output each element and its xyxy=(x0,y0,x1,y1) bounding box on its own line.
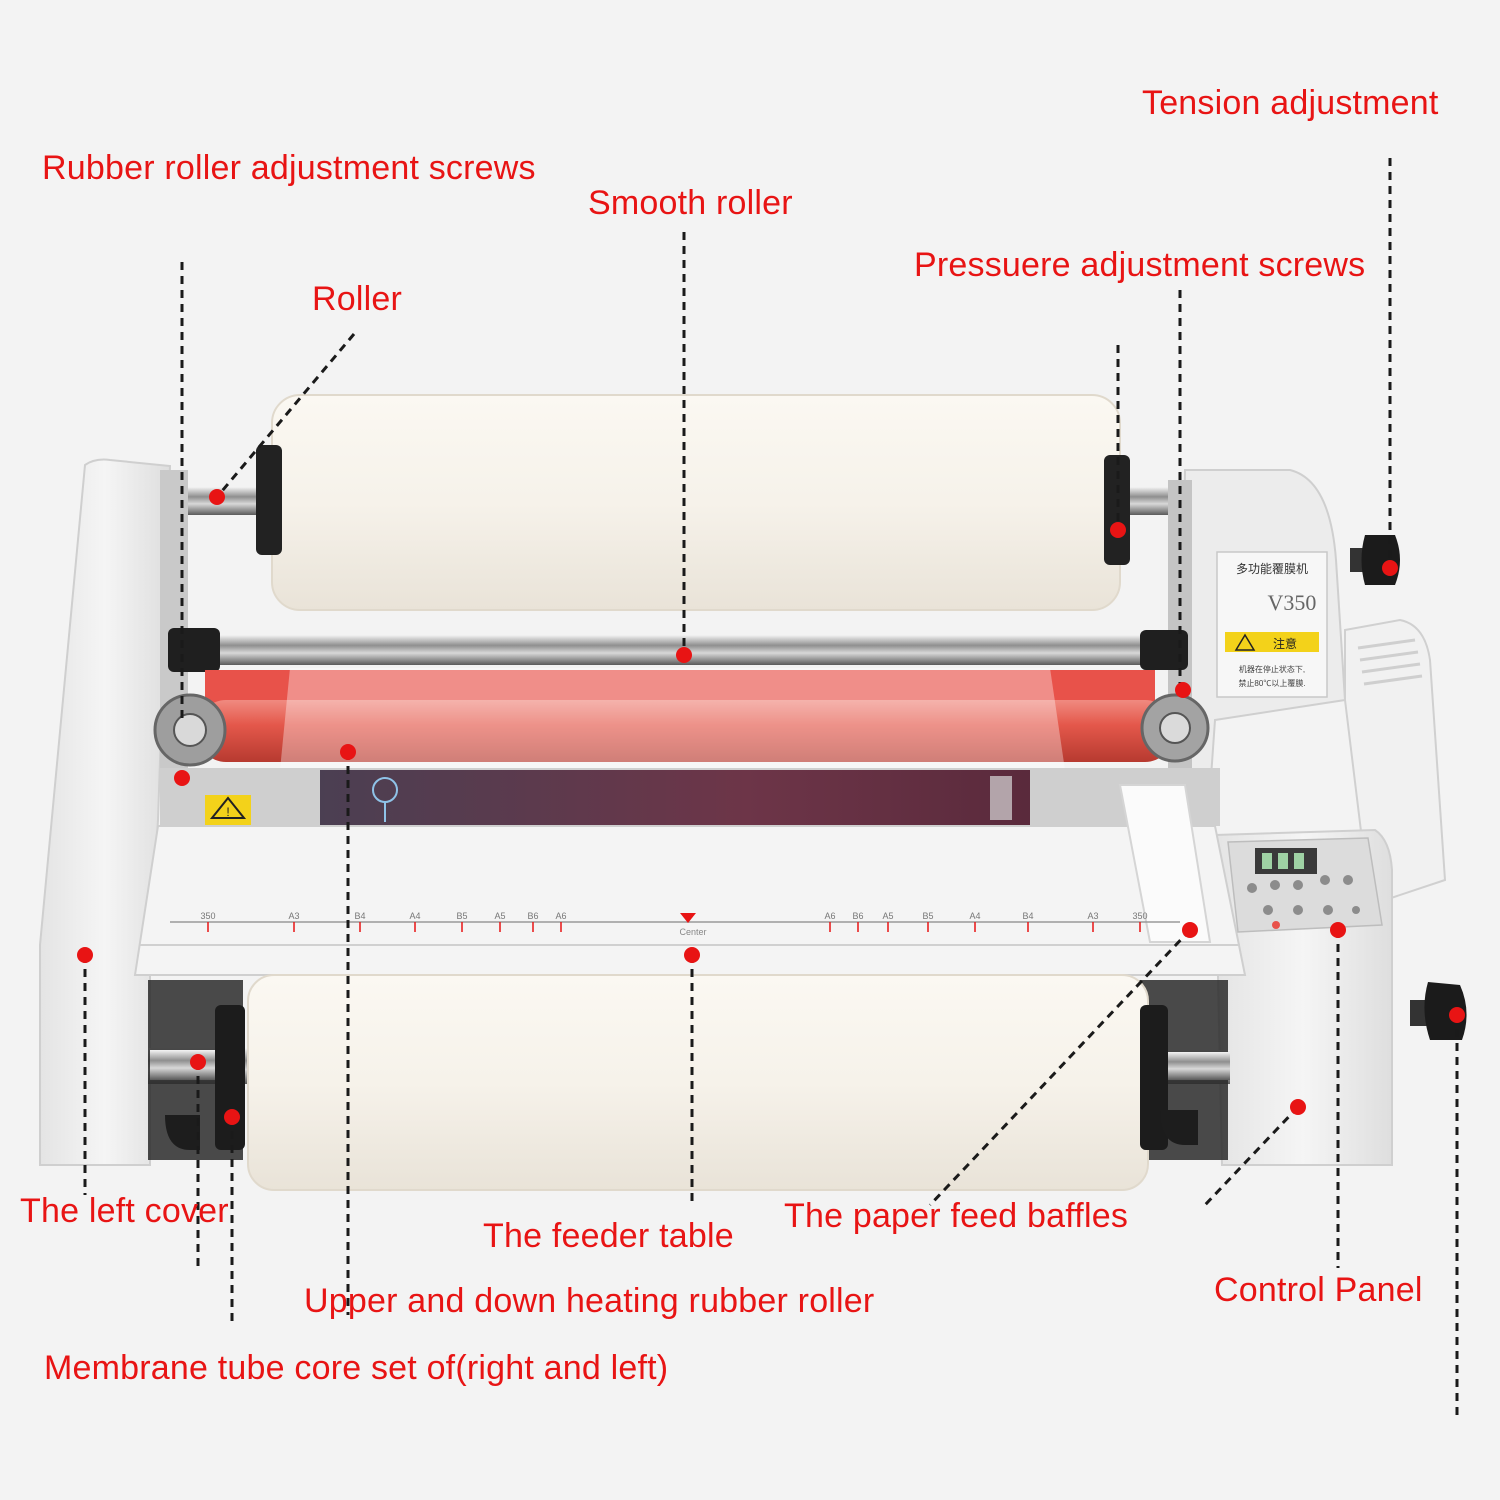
label-pressure-adjustment-screws: Pressuere adjustment screws xyxy=(914,246,1366,284)
scale-label-left-5: A5 xyxy=(494,911,505,921)
red-dot-marker-icon xyxy=(676,647,692,663)
scale-label-left-3: A4 xyxy=(409,911,420,921)
scale-label-right-1: B6 xyxy=(852,911,863,921)
lower-left-clip xyxy=(165,1115,200,1150)
red-dot-marker-icon xyxy=(190,1054,206,1070)
red-dot-marker-icon xyxy=(1175,682,1191,698)
model-nameplate: 多功能覆膜机 V350 注意 机器在停止状态下, 禁止80℃以上覆膜. xyxy=(1216,551,1328,698)
red-dot-marker-icon xyxy=(224,1109,240,1125)
label-membrane-tube-core: Membrane tube core set of(right and left… xyxy=(44,1349,669,1387)
scale-label-right-7: 350 xyxy=(1132,911,1147,921)
lower-shaft-right-visible xyxy=(1160,1052,1230,1080)
lower-right-clip xyxy=(1160,1110,1198,1145)
poster-emblem-icon xyxy=(372,777,398,822)
scale-label-left-0: 350 xyxy=(200,911,215,921)
red-dot-marker-icon xyxy=(1290,1099,1306,1115)
feeder-table xyxy=(133,825,1247,976)
svg-text:!: ! xyxy=(226,805,229,819)
scale-label-left-7: A6 xyxy=(555,911,566,921)
leader-control-housing xyxy=(1203,1105,1300,1207)
tension-knob-icon xyxy=(1350,535,1400,585)
leader-paper-baffles xyxy=(928,928,1192,1207)
control-buttons xyxy=(1247,875,1360,929)
red-dot-marker-icon xyxy=(174,770,190,786)
laminator-machine: ! 350 A3 B4 A4 B5 A5 B6 A6 A6 B6 A5 B5 A4 B4 A3 350 Ce… xyxy=(39,394,1467,1191)
warning-line-2: 禁止80℃以上覆膜. xyxy=(1238,678,1305,688)
label-heating-rubber-roller: Upper and down heating rubber roller xyxy=(304,1282,875,1320)
heating-rubber-roller xyxy=(198,700,1173,762)
label-left-cover: The left cover xyxy=(20,1192,229,1230)
display-digits xyxy=(1262,853,1304,869)
lower-tension-knob-icon xyxy=(1410,982,1467,1040)
center-arrow-icon xyxy=(680,913,696,923)
right-gear-hub xyxy=(1159,712,1191,744)
scale-label-right-2: A5 xyxy=(882,911,893,921)
smooth-roller-end-right xyxy=(1140,630,1188,670)
red-dot-marker-icon xyxy=(1382,560,1398,576)
red-dot-marker-icon xyxy=(1110,522,1126,538)
label-smooth-roller: Smooth roller xyxy=(588,184,793,222)
scale-labels-right: A6 B6 A5 B5 A4 B4 A3 350 xyxy=(824,911,1147,921)
label-tension-adjustment: Tension adjustment xyxy=(1142,84,1439,122)
lower-film-roll xyxy=(247,974,1149,1191)
control-panel-device xyxy=(1227,837,1383,933)
scale-label-left-1: A3 xyxy=(288,911,299,921)
scale-label-right-5: B4 xyxy=(1022,911,1033,921)
scale-label-left-6: B6 xyxy=(527,911,538,921)
film-over-roller xyxy=(280,668,1065,770)
red-dot-marker-icon xyxy=(1182,922,1198,938)
scale-label-left-2: B4 xyxy=(354,911,365,921)
upper-roll-core-left xyxy=(256,445,282,555)
red-dot-marker-icon xyxy=(340,744,356,760)
leader-lines xyxy=(83,158,1459,1415)
scale-label-right-3: B5 xyxy=(922,911,933,921)
plate-model: V350 xyxy=(1268,590,1317,615)
poster-sheet xyxy=(320,770,1030,826)
warning-triangle-icon: ! xyxy=(205,795,251,825)
warning-title: 注意 xyxy=(1273,636,1297,651)
scale-label-right-4: A4 xyxy=(969,911,980,921)
label-roller: Roller xyxy=(312,280,403,318)
poster-text-block xyxy=(990,776,1012,820)
label-feeder-table: The feeder table xyxy=(483,1217,734,1255)
smooth-roller-end-left xyxy=(168,628,220,672)
red-dot-marker-icon xyxy=(77,947,93,963)
red-dot-marker-icon xyxy=(684,947,700,963)
lower-core-left xyxy=(215,1005,245,1150)
scale-label-right-0: A6 xyxy=(824,911,835,921)
scale-ticks xyxy=(207,922,1141,932)
center-mark: Center xyxy=(679,927,706,937)
red-dot-marker-icon xyxy=(209,489,225,505)
motor-vents xyxy=(1357,638,1423,686)
left-gear-hub xyxy=(173,713,207,747)
label-control-panel: Control Panel xyxy=(1214,1271,1423,1309)
warning-banner xyxy=(1225,632,1319,652)
leader-roller xyxy=(215,333,356,498)
upper-film-roll xyxy=(271,394,1121,611)
warning-line-1: 机器在停止状态下, xyxy=(1239,664,1305,674)
label-paper-feed-baffles: The paper feed baffles xyxy=(784,1197,1129,1235)
upper-roll-core-right xyxy=(1104,455,1130,565)
label-rubber-roller-adjustment-screws: Rubber roller adjustment screws xyxy=(42,149,536,187)
scale-label-right-6: A3 xyxy=(1087,911,1098,921)
plate-title: 多功能覆膜机 xyxy=(1236,562,1308,576)
paper-feed-baffle xyxy=(1118,784,1212,943)
smooth-steel-roller xyxy=(175,635,1175,665)
scale-label-left-4: B5 xyxy=(456,911,467,921)
scale-labels-left: 350 A3 B4 A4 B5 A5 B6 A6 xyxy=(200,911,566,921)
red-dot-marker-icon xyxy=(1449,1007,1465,1023)
marker-dots xyxy=(77,489,1465,1125)
red-dot-marker-icon xyxy=(1330,922,1346,938)
plate-warning-icon xyxy=(1234,633,1256,651)
